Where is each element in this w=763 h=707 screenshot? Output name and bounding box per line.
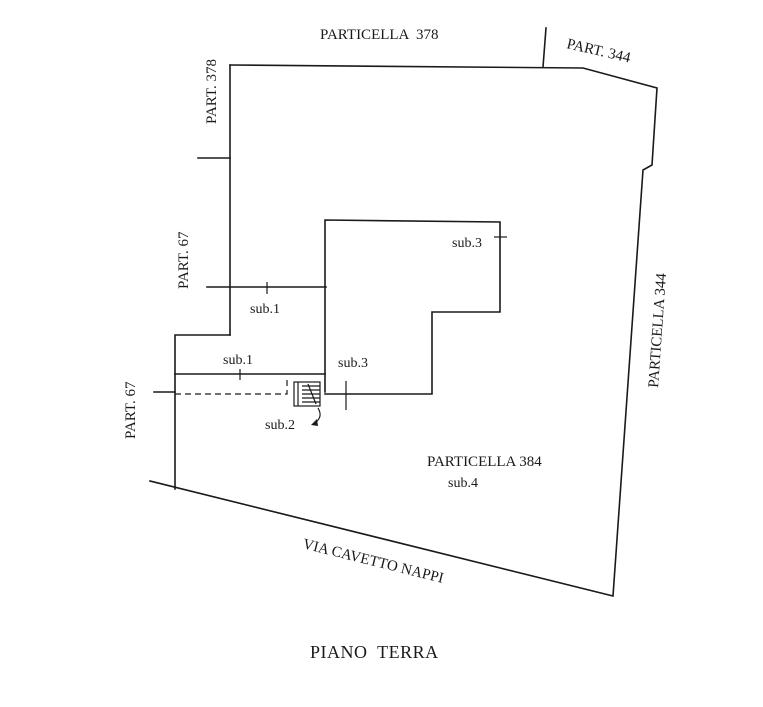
lot-left-step bbox=[174, 334, 231, 490]
label-part-67-upper: PART. 67 bbox=[176, 231, 192, 289]
sub2-arrow-head bbox=[311, 419, 318, 426]
label-particella-344-right: PARTICELLA 344 bbox=[646, 272, 670, 388]
label-sub4: sub.4 bbox=[448, 476, 478, 491]
label-sub3-lower: sub.3 bbox=[338, 356, 368, 371]
label-street: VIA CAVETTO NAPPI bbox=[301, 536, 445, 586]
label-particella-384: PARTICELLA 384 bbox=[427, 454, 542, 470]
label-part-344-top: PART. 344 bbox=[565, 36, 632, 66]
plan-title: PIANO TERRA bbox=[310, 642, 439, 662]
sub1-dashed-boundary bbox=[175, 378, 288, 395]
label-sub1-upper: sub.1 bbox=[250, 302, 280, 317]
label-sub2: sub.2 bbox=[265, 418, 295, 433]
label-part-67-lower: PART. 67 bbox=[123, 381, 139, 439]
label-part-378-left: PART. 378 bbox=[204, 59, 220, 124]
label-sub1-lower: sub.1 bbox=[223, 353, 253, 368]
boundary-tick-part-344 bbox=[542, 27, 547, 68]
building-sub3-outline bbox=[324, 219, 501, 395]
lot-boundary bbox=[149, 64, 658, 598]
staircase-sub2 bbox=[293, 381, 321, 407]
label-particella-378-top: PARTICELLA 378 bbox=[320, 27, 439, 43]
label-sub3-upper: sub.3 bbox=[452, 236, 482, 251]
